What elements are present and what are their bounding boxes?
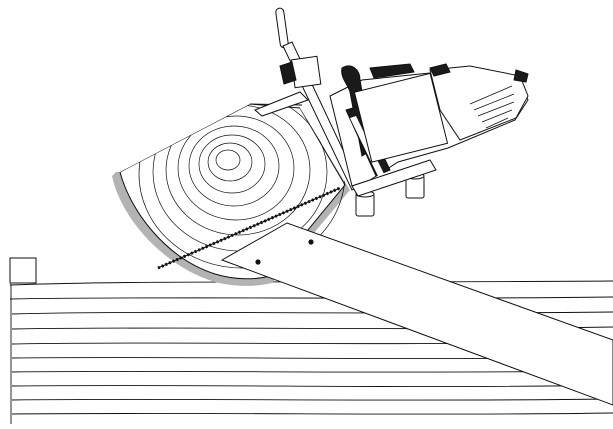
clamp-knob	[279, 61, 297, 85]
saw-cover	[429, 65, 529, 141]
chainsaw	[254, 7, 529, 217]
clamp-block	[290, 55, 322, 89]
rail-bolt-1	[255, 259, 261, 265]
rail-bolt-2	[308, 239, 314, 245]
square-marker	[9, 257, 37, 284]
saw-motor	[353, 72, 449, 163]
saw-chain	[157, 186, 341, 270]
board-stack	[9, 280, 613, 424]
saw-cap	[513, 69, 529, 83]
guide-rail	[220, 222, 613, 406]
cooling-fins	[469, 85, 515, 129]
